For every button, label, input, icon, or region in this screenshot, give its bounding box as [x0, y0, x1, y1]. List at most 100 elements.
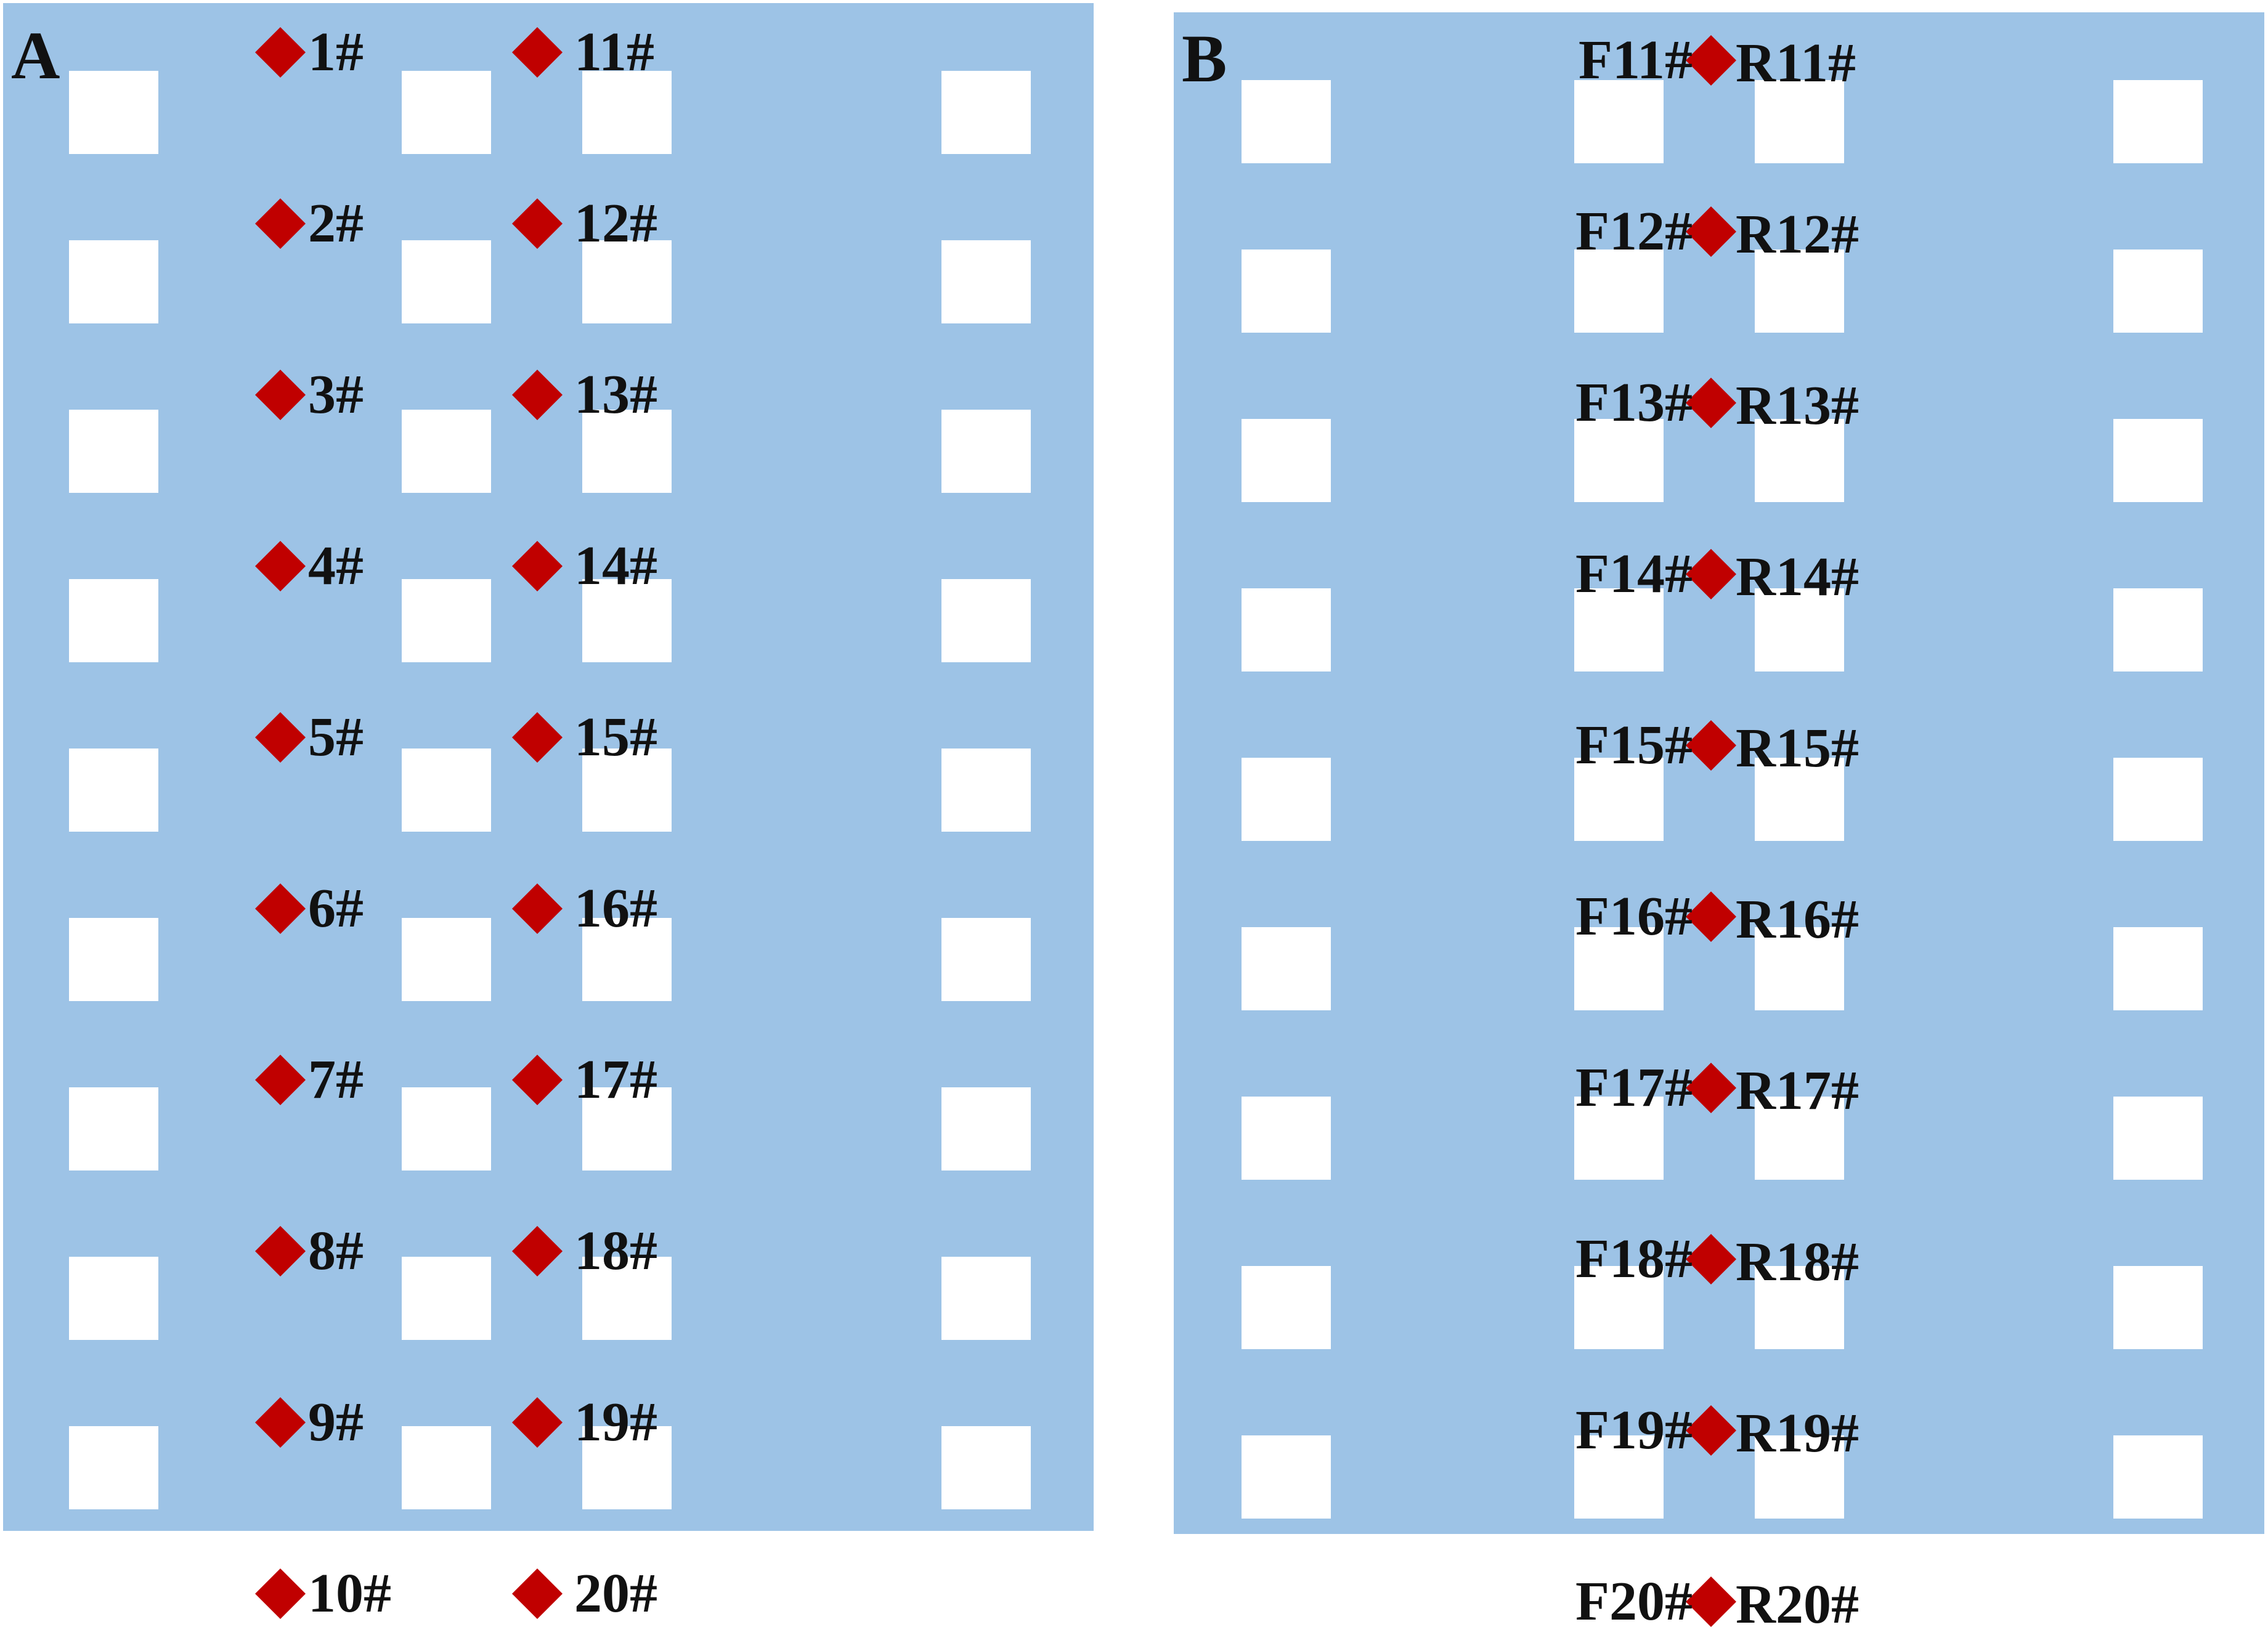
panel-a-pillar: [69, 410, 158, 493]
panel-a-pillar: [582, 1426, 672, 1509]
panel-a-pillar: [582, 579, 672, 662]
panel-b-pillar: [2113, 927, 2203, 1010]
panel-b-pillar: [1242, 927, 1331, 1010]
panel-b-front-point-label: F13#: [1575, 372, 1693, 433]
panel-a-pillar: [941, 749, 1031, 832]
panel-a-pillar: [582, 1087, 672, 1170]
panel-b-rear-point-label: R14#: [1736, 546, 1859, 607]
panel-b-front-point-label: F11#: [1578, 30, 1693, 91]
panel-a-pillar: [69, 579, 158, 662]
panel-a-pillar: [941, 240, 1031, 323]
panel-a-left-measuring-point: [254, 1568, 306, 1620]
panel-a-pillar: [402, 579, 491, 662]
panel-a-right-point-label: 20#: [574, 1563, 657, 1624]
panel-b-rear-point-label: R18#: [1736, 1231, 1859, 1292]
panel-b-pillar: [1755, 250, 1844, 333]
panel-a-pillar: [941, 71, 1031, 154]
panel-b-pillar: [1755, 1435, 1844, 1519]
panel-a-pillar: [582, 71, 672, 154]
panel-a-left-point-label: 1#: [308, 22, 364, 83]
panel-b-pillar: [1574, 927, 1664, 1010]
panel-a-pillar: [941, 1257, 1031, 1340]
panel-b-pillar: [1755, 80, 1844, 163]
panel-a-pillar: [69, 71, 158, 154]
panel-a-right-point-label: 18#: [574, 1220, 657, 1281]
panel-b-letter: B: [1182, 21, 1227, 96]
panel-b-pillar: [2113, 80, 2203, 163]
panel-a-right-point-label: 12#: [574, 193, 657, 254]
panel-b-pillar: [1242, 1266, 1331, 1349]
panel-a-floor-plan: [3, 3, 1094, 1531]
panel-b-pillar: [2113, 758, 2203, 841]
panel-b-pillar: [2113, 588, 2203, 671]
panel-a-right-point-label: 16#: [574, 878, 657, 939]
panel-b-rear-point-label: R13#: [1736, 375, 1859, 436]
panel-b-pillar: [1574, 250, 1664, 333]
panel-b-pillar: [1755, 419, 1844, 502]
panel-a-pillar: [69, 749, 158, 832]
panel-a-pillar: [402, 410, 491, 493]
panel-a-pillar: [69, 240, 158, 323]
panel-a-pillar: [582, 240, 672, 323]
panel-a-pillar: [69, 1257, 158, 1340]
panel-b-pillar: [1242, 419, 1331, 502]
panel-b-pillar: [1242, 250, 1331, 333]
panel-b-pillar: [1755, 927, 1844, 1010]
panel-b-pillar: [1755, 1266, 1844, 1349]
panel-b-front-point-label: F15#: [1575, 715, 1693, 776]
panel-a-right-point-label: 15#: [574, 707, 657, 768]
panel-b-front-point-label: F12#: [1575, 201, 1693, 262]
panel-a-pillar: [582, 1257, 672, 1340]
panel-b-rear-point-label: R15#: [1736, 718, 1859, 779]
panel-a-right-point-label: 14#: [574, 535, 657, 596]
panel-b-pillar: [1574, 80, 1664, 163]
panel-b-pillar: [1574, 1266, 1664, 1349]
panel-b-front-point-label: F18#: [1575, 1228, 1693, 1289]
panel-b-front-point-label: F20#: [1575, 1571, 1693, 1632]
panel-a-left-point-label: 10#: [308, 1563, 391, 1624]
panel-a-right-point-label: 19#: [574, 1392, 657, 1453]
panel-b-pillar: [1574, 419, 1664, 502]
panel-b-front-point-label: F16#: [1575, 886, 1693, 947]
panel-a-pillar: [582, 410, 672, 493]
panel-b-rear-point-label: R20#: [1736, 1574, 1859, 1635]
panel-a-pillar: [402, 240, 491, 323]
panel-a-pillar: [582, 749, 672, 832]
panel-b-floor-plan: [1174, 12, 2264, 1534]
panel-a-pillar: [941, 1087, 1031, 1170]
panel-a-right-point-label: 11#: [574, 22, 655, 83]
panel-b-pillar: [1574, 1097, 1664, 1180]
panel-b-measuring-point: [1685, 1576, 1737, 1628]
panel-a-pillar: [69, 918, 158, 1001]
panel-a-left-point-label: 3#: [308, 364, 364, 425]
panel-b-pillar: [1574, 758, 1664, 841]
panel-a-letter: A: [11, 18, 60, 93]
panel-b-pillar: [1242, 1435, 1331, 1519]
panel-a-pillar: [402, 1426, 491, 1509]
panel-b-rear-point-label: R16#: [1736, 889, 1859, 950]
panel-b-pillar: [1242, 80, 1331, 163]
panel-a-left-point-label: 6#: [308, 878, 364, 939]
panel-a-pillar: [402, 749, 491, 832]
panel-a-pillar: [941, 1426, 1031, 1509]
panel-b-pillar: [2113, 419, 2203, 502]
panel-a-pillar: [402, 71, 491, 154]
panel-b-pillar: [2113, 250, 2203, 333]
panel-a-pillar: [402, 1087, 491, 1170]
panel-b-pillar: [1242, 758, 1331, 841]
panel-b-pillar: [2113, 1266, 2203, 1349]
panel-a-pillar: [402, 1257, 491, 1340]
panel-a-left-point-label: 8#: [308, 1220, 364, 1281]
panel-a-pillar: [941, 410, 1031, 493]
panel-a-pillar: [941, 579, 1031, 662]
panel-a-pillar: [582, 918, 672, 1001]
panel-b-rear-point-label: R12#: [1736, 204, 1859, 265]
panel-b-pillar: [1574, 1435, 1664, 1519]
panel-b-rear-point-label: R17#: [1736, 1060, 1859, 1121]
panel-a-left-point-label: 2#: [308, 193, 364, 254]
panel-b-rear-point-label: R11#: [1736, 33, 1856, 94]
panel-a-left-point-label: 4#: [308, 535, 364, 596]
panel-a-right-point-label: 13#: [574, 364, 657, 425]
panel-a-pillar: [941, 918, 1031, 1001]
panel-b-front-point-label: F17#: [1575, 1057, 1693, 1118]
